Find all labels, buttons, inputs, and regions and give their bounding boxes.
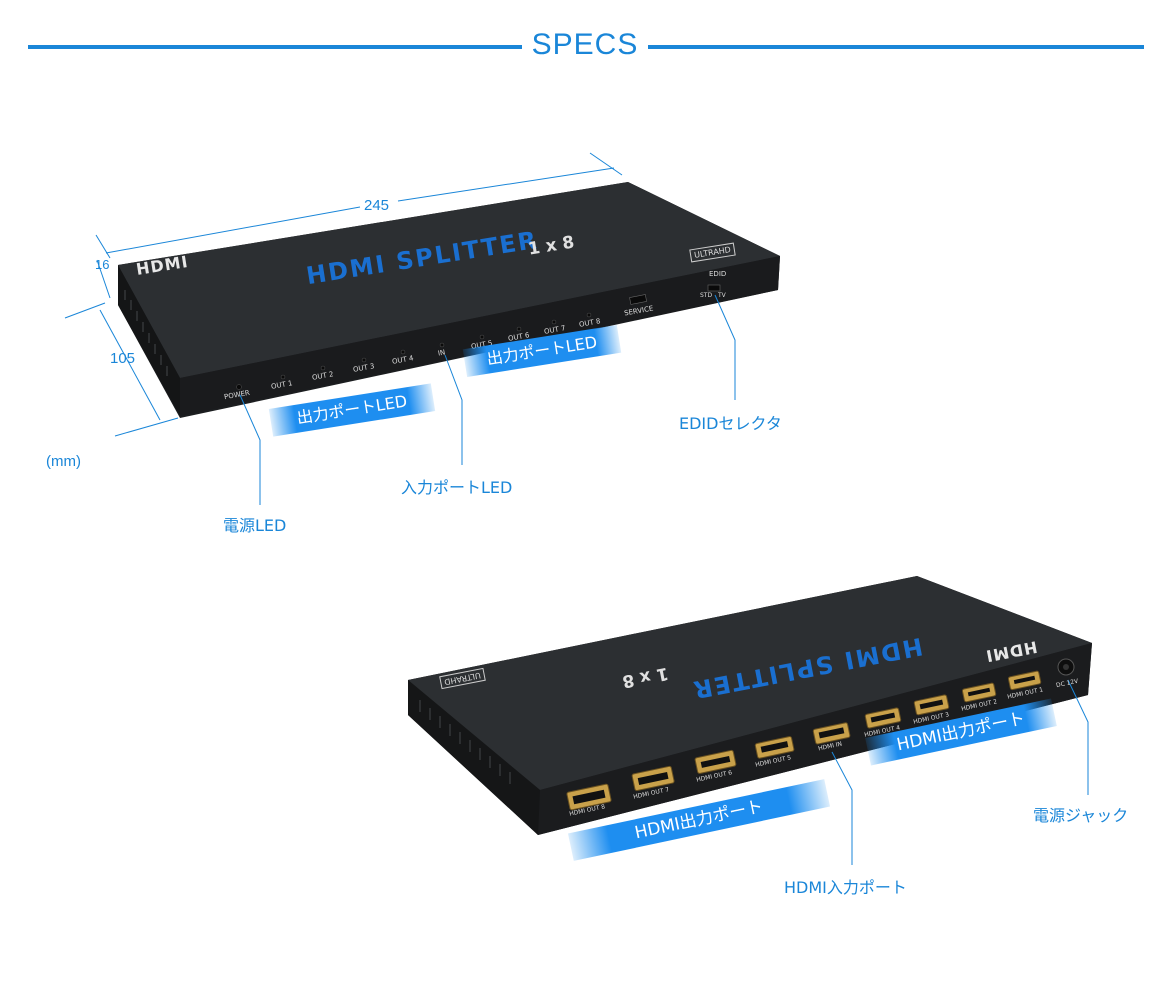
callout-power-led: 電源LED <box>223 516 287 535</box>
page-title: SPECS <box>531 28 639 61</box>
dimension-unit: (mm) <box>46 453 81 470</box>
dimension-depth: 105 <box>110 350 136 367</box>
callout-hdmi-input: HDMI入力ポート <box>784 878 907 897</box>
header-rule-left <box>28 45 522 49</box>
dimension-height: 16 <box>95 257 110 272</box>
callout-power-jack: 電源ジャック <box>1033 806 1129 825</box>
front-edid-tv: TV <box>718 292 726 299</box>
dimension-length: 245 <box>364 197 390 214</box>
front-edid-label: EDID <box>709 270 727 278</box>
front-edid-std: STD <box>700 292 713 299</box>
callout-input-led: 入力ポートLED <box>401 478 513 497</box>
callout-edid-selector: EDIDセレクタ <box>679 414 782 433</box>
header-rule-right <box>648 45 1144 49</box>
